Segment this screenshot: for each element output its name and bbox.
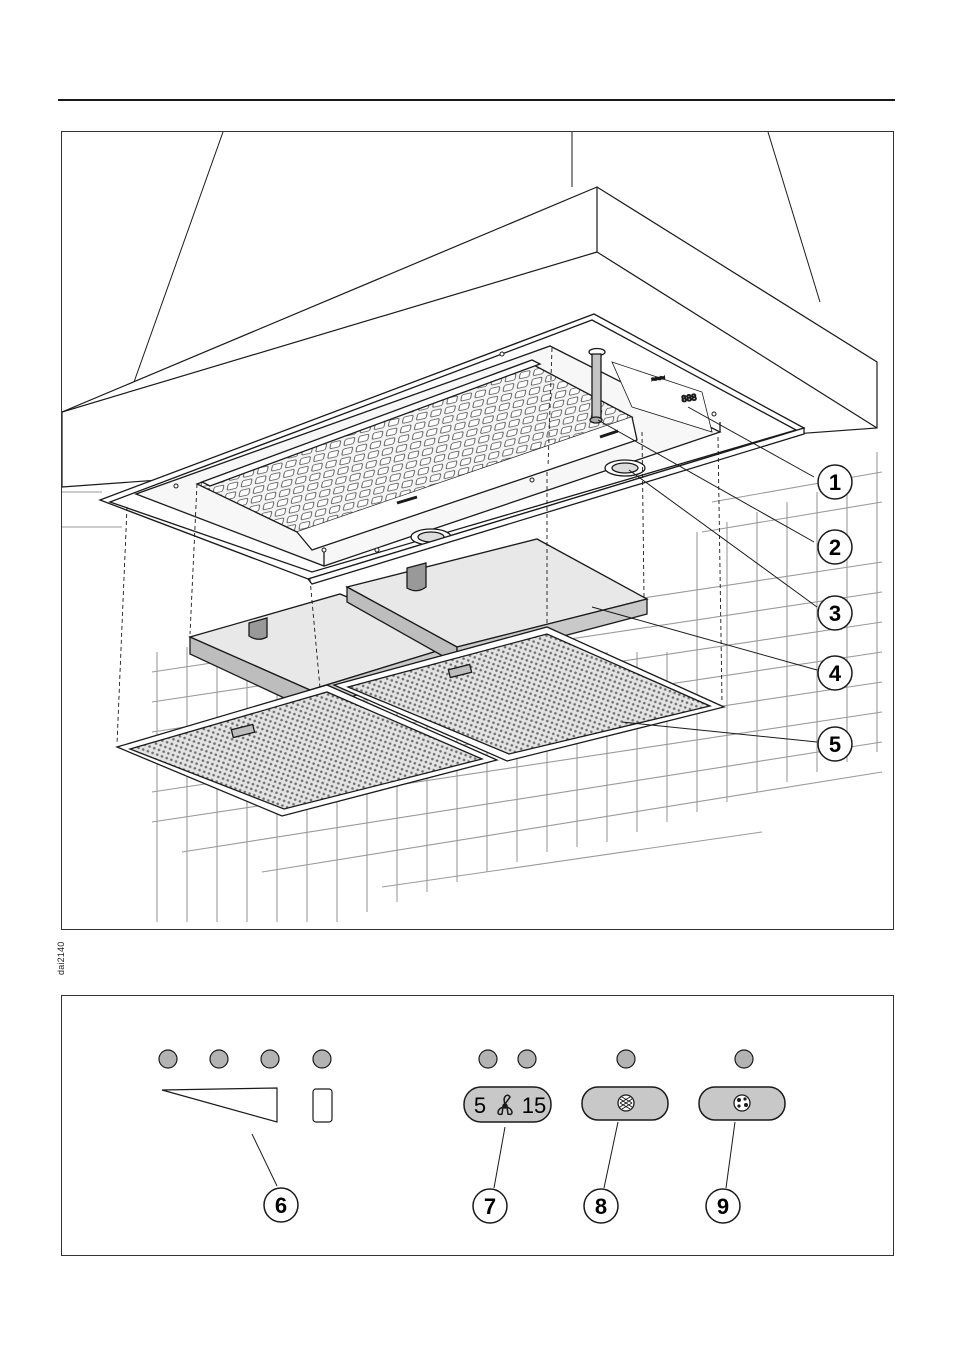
timer-button[interactable]: 5 15: [464, 1087, 551, 1122]
timer-right-value: 15: [522, 1093, 546, 1118]
svg-text:2: 2: [829, 535, 841, 560]
callout-6: 6: [264, 1188, 298, 1222]
fan-speed-leds: [159, 1050, 753, 1068]
led-speed-2: [210, 1050, 228, 1068]
svg-text:5: 5: [829, 732, 841, 757]
svg-text:3: 3: [829, 601, 841, 626]
led-charcoal-filter: [735, 1050, 753, 1068]
charcoal-filter-icon: [734, 1095, 750, 1111]
light-switch[interactable]: [313, 1089, 332, 1122]
svg-text:888: 888: [681, 392, 697, 404]
callout-9: 9: [706, 1189, 740, 1223]
led-timer-1: [479, 1050, 497, 1068]
svg-text:6: 6: [275, 1193, 287, 1218]
callout-5: 5: [818, 727, 852, 761]
led-speed-1: [159, 1050, 177, 1068]
callout-7: 7: [473, 1189, 507, 1223]
fan-speed-slider[interactable]: [162, 1088, 277, 1122]
led-speed-4: [313, 1050, 331, 1068]
led-timer-2: [518, 1050, 536, 1068]
charcoal-filter-button[interactable]: [699, 1087, 785, 1120]
timer-left-value: 5: [474, 1093, 486, 1118]
control-leader-lines: [252, 1122, 735, 1188]
svg-text:7: 7: [484, 1194, 496, 1219]
callout-3: 3: [818, 596, 852, 630]
svg-text:≈≈≈: ≈≈≈: [651, 373, 666, 384]
grease-filter-icon: [618, 1095, 634, 1111]
hood-exploded-view-panel: ≈≈≈ 888: [61, 131, 894, 930]
control-panel-drawing: 5 15 6: [62, 996, 895, 1257]
callout-2: 2: [818, 530, 852, 564]
control-panel-diagram: 5 15 6: [61, 995, 894, 1256]
svg-text:4: 4: [829, 661, 842, 686]
led-grease-filter: [617, 1050, 635, 1068]
led-speed-3: [261, 1050, 279, 1068]
svg-text:8: 8: [595, 1194, 607, 1219]
callout-1: 1: [818, 465, 852, 499]
callout-4: 4: [818, 656, 852, 690]
figure-code: dai2140: [56, 942, 66, 975]
header-rule: [58, 99, 895, 101]
svg-text:1: 1: [829, 470, 841, 495]
svg-text:9: 9: [717, 1194, 729, 1219]
grease-filter-button[interactable]: [582, 1087, 668, 1120]
hood-exploded-view-drawing: ≈≈≈ 888: [62, 132, 895, 931]
callout-8: 8: [584, 1189, 618, 1223]
